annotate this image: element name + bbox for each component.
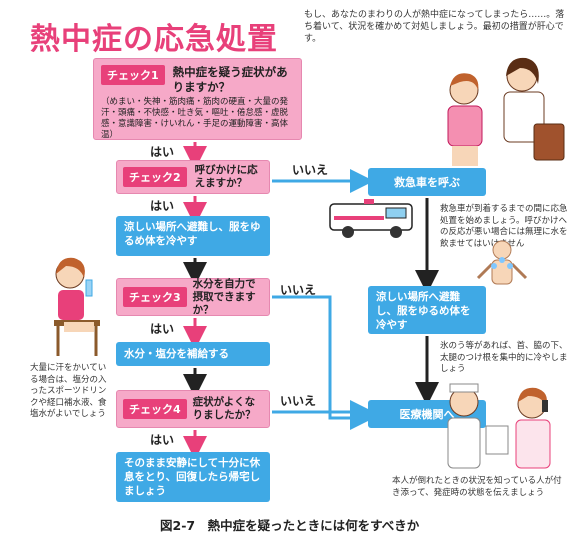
yes-label-4: はい xyxy=(150,433,175,447)
check3-tag: チェック3 xyxy=(123,287,187,307)
figure-caption: 図2-7 熱中症を疑ったときには何をすべきか xyxy=(160,518,420,533)
check4-question: 症状がよくなりましたか？ xyxy=(192,396,256,421)
ambulance-illustration xyxy=(324,196,420,240)
hospital-note: 本人が倒れたときの状況を知っている人が付き添って、発症時の状態を伝えましょう xyxy=(392,476,562,498)
yes-label-1: はい xyxy=(150,145,175,159)
page-title: 熱中症の応急処置 xyxy=(30,22,278,57)
check2-question: 呼びかけに応えますか？ xyxy=(194,164,258,189)
ambulance-label: 救急車を呼ぶ xyxy=(394,175,460,189)
water-label: 水分・塩分を補給する xyxy=(124,347,229,360)
check2-tag: チェック2 xyxy=(123,167,187,187)
intro-text: もし、あなたのまわりの人が熱中症になってしまったら……。落ち着いて、状況を確かめ… xyxy=(304,10,565,44)
check3-box: チェック3 水分を自力で摂取できますか？ xyxy=(116,278,270,316)
cool-right-box: 涼しい場所へ避難し、服をゆるめ体を冷やす xyxy=(368,286,486,334)
cool-left-box: 涼しい場所へ避難し、服をゆるめ体を冷やす xyxy=(116,216,270,256)
ambulance-box: 救急車を呼ぶ xyxy=(368,168,486,196)
water-box: 水分・塩分を補給する xyxy=(116,342,270,366)
nurse-illustration xyxy=(438,378,568,474)
women-illustration xyxy=(430,50,570,168)
check1-symptoms: （めまい・失神・筋肉痛・筋肉の硬直・大量の発汗・頭痛・不快感・吐き気・嘔吐・倦怠… xyxy=(101,97,289,140)
yes-label-2: はい xyxy=(150,199,175,213)
check2-box: チェック2 呼びかけに応えますか？ xyxy=(116,160,270,194)
check3-question: 水分を自力で摂取できますか？ xyxy=(192,277,256,316)
check1-tag: チェック1 xyxy=(101,65,165,85)
no-label-1: いいえ xyxy=(292,163,329,177)
yes-label-3: はい xyxy=(150,322,175,336)
no-label-2: いいえ xyxy=(280,283,317,297)
girl-drinking-illustration xyxy=(30,252,120,362)
hospital-label: 医療機関へ xyxy=(399,407,455,421)
body-illustration xyxy=(472,238,532,294)
check4-tag: チェック4 xyxy=(123,399,187,419)
sweat-note: 大量に汗をかいている場合は、塩分の入ったスポーツドリンクや経口補水液、食塩水がよ… xyxy=(30,363,107,419)
check1-question: 熱中症を疑う症状がありますか？ xyxy=(172,65,288,94)
cool-note: 氷のう等があれば、首、脇の下、太腿のつけ根を集中的に冷やしましょう xyxy=(440,341,568,374)
cool-right-label: 涼しい場所へ避難し、服をゆるめ体を冷やす xyxy=(376,291,471,331)
arrow-check3-no xyxy=(272,295,374,430)
final-box: そのまま安静にして十分に休息をとり、回復したら帰宅しましょう xyxy=(116,452,270,502)
no-label-3: いいえ xyxy=(280,394,317,408)
final-label: そのまま安静にして十分に休息をとり、回復したら帰宅しましょう xyxy=(124,457,261,497)
check1-box: チェック1 熱中症を疑う症状がありますか？ （めまい・失神・筋肉痛・筋肉の硬直・… xyxy=(93,58,302,140)
ambulance-note: 救急車が到着するまでの間に応急処置を始めましょう。呼びかけへの反応が悪い場合には… xyxy=(440,204,568,249)
cool-left-label: 涼しい場所へ避難し、服をゆるめ体を冷やす xyxy=(124,221,261,247)
check4-box: チェック4 症状がよくなりましたか？ xyxy=(116,390,270,428)
